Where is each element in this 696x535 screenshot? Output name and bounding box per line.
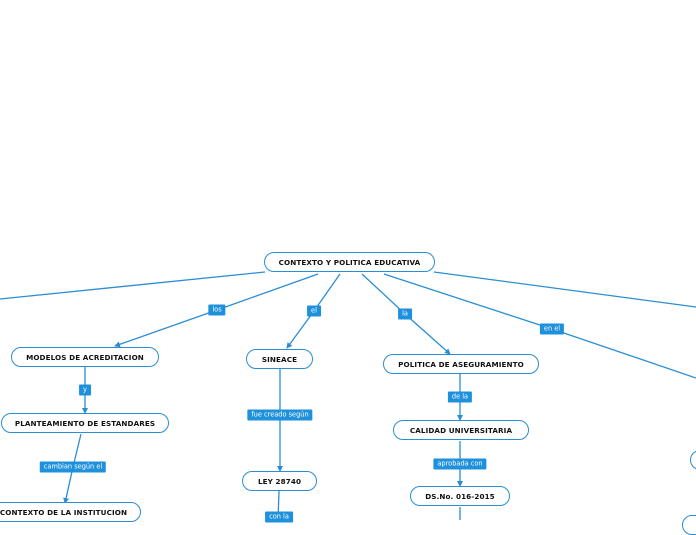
node-calidad-universitaria[interactable]: CALIDAD UNIVERSITARIA: [393, 420, 529, 440]
link-label-de-la: de la: [447, 391, 473, 403]
link-label-fue-creado-segun: fue creado según: [247, 409, 313, 421]
node-root[interactable]: CONTEXTO Y POLITICA EDUCATIVA: [264, 252, 435, 272]
link-label-con-la: con la: [265, 511, 293, 523]
connector-en-el-right: [551, 328, 696, 379]
node-ds-016-2015[interactable]: DS.No. 016-2015: [410, 486, 510, 506]
node-sineace[interactable]: SINEACE: [246, 349, 313, 369]
node-ley-28740[interactable]: LEY 28740: [242, 471, 317, 491]
connector-root-right: [433, 271, 696, 308]
connector-la-politica: [404, 313, 451, 355]
connector-root-los: [216, 273, 319, 311]
node-planteamiento-de-estandares[interactable]: PLANTEAMIENTO DE ESTANDARES: [1, 413, 169, 433]
link-label-cambian-segun-el: cambian según el: [39, 461, 107, 473]
connector-root-left: [0, 271, 266, 300]
node-modelos-de-acreditacion[interactable]: MODELOS DE ACREDITACION: [11, 347, 159, 367]
connector-root-en-el: [383, 273, 553, 330]
node-offscreen-right-lower[interactable]: [682, 515, 696, 535]
connector-cambian-contexto: [63, 466, 74, 504]
connector-root-el: [313, 273, 341, 312]
link-label-y: y: [79, 384, 91, 396]
node-politica-de-aseguramiento[interactable]: POLITICA DE ASEGURAMIENTO: [383, 354, 539, 374]
connector-los-modelos: [114, 309, 218, 348]
link-label-la: la: [398, 308, 412, 320]
link-label-en-el: en el: [539, 323, 565, 335]
node-contexto-de-la-institucion[interactable]: CONTEXTO DE LA INSTITUCION: [0, 502, 141, 522]
connector-el-sineace: [286, 310, 315, 349]
link-label-los: los: [208, 304, 226, 316]
link-label-el: el: [307, 305, 321, 317]
link-label-aprobada-con: aprobada con: [433, 458, 487, 470]
connector-root-la: [361, 273, 406, 315]
